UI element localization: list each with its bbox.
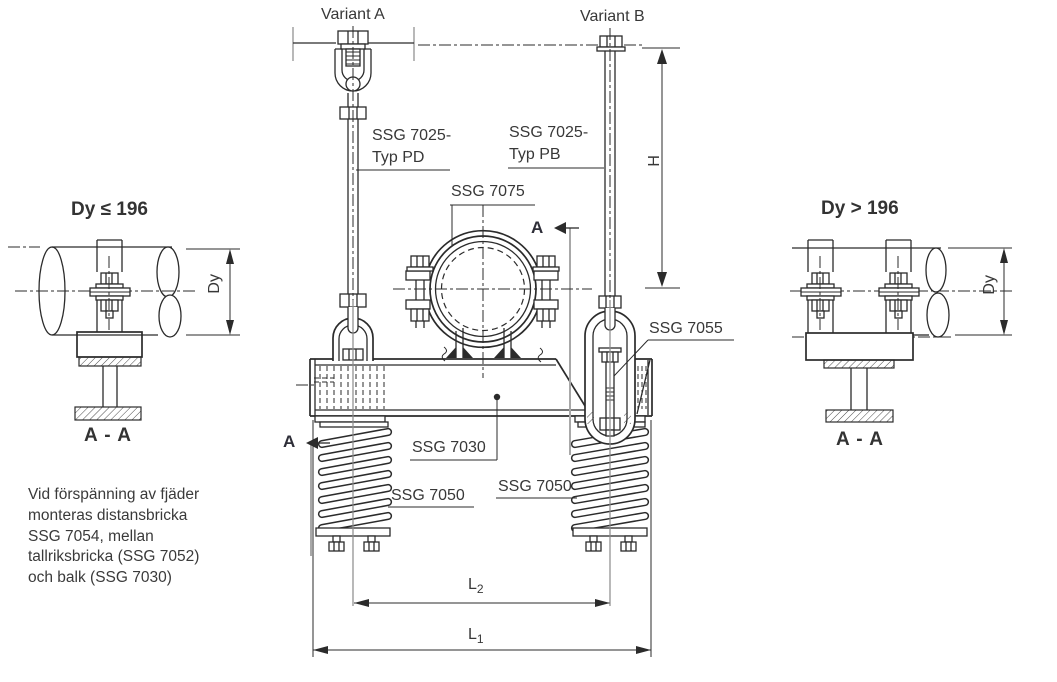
spring-left — [315, 427, 393, 552]
note-line-2: monteras distansbricka — [28, 506, 188, 524]
section-marker-top: A — [531, 218, 544, 237]
note-line-1: Vid förspänning av fjäder — [28, 486, 200, 503]
beam — [296, 346, 653, 417]
hanger-pd-line1: SSG 7025- — [372, 127, 452, 144]
l1-sub: 1 — [476, 632, 484, 646]
right-view-dy-label: Dy — [981, 275, 999, 295]
section-view-right — [790, 239, 1012, 423]
l2-dimension — [354, 599, 610, 607]
hanger-pb-line2: Typ PB — [509, 146, 561, 163]
hanger-pb-label: SSG 7025- Typ PB — [509, 122, 588, 166]
h-dimension — [642, 47, 680, 289]
note-line-3: SSG 7054, mellan — [28, 527, 154, 545]
l1-dimension-label: L1 — [468, 626, 484, 646]
l2-dimension-label: L2 — [468, 576, 484, 596]
top-support-line — [292, 27, 642, 61]
hanger-pd-line2: Typ PD — [372, 149, 425, 166]
variant-b-rod — [596, 35, 626, 331]
note-line-4: tallriksbricka (SSG 7052) — [28, 548, 200, 566]
l1-dimension — [312, 420, 652, 657]
hanger-pd-label: SSG 7025- Typ PD — [372, 125, 451, 169]
link-label: SSG 7055 — [649, 320, 723, 337]
spring-right — [570, 427, 650, 552]
note-line-5: och balk (SSG 7030) — [28, 569, 172, 587]
l1-base: L — [468, 626, 477, 643]
variant-b-label: Variant B — [580, 8, 645, 25]
left-view-title: Dy ≤ 196 — [71, 199, 148, 220]
left-view-caption: A - A — [84, 425, 132, 446]
spring-right-label: SSG 7050 — [498, 478, 572, 495]
spring-left-label: SSG 7050 — [391, 487, 465, 504]
section-marker-bottom: A — [283, 432, 296, 451]
right-view-title: Dy > 196 — [821, 198, 899, 219]
l2-base: L — [468, 576, 477, 593]
l2-sub: 2 — [476, 582, 484, 596]
leader-lines — [356, 167, 734, 508]
preload-note: Vid förspänning av fjäder monteras dista… — [28, 485, 199, 589]
variant-a-label: Variant A — [321, 6, 385, 23]
beam-label: SSG 7030 — [412, 439, 486, 456]
right-view-caption: A - A — [836, 429, 884, 450]
h-dimension-label: H — [646, 155, 664, 167]
section-view-left — [8, 239, 240, 421]
centerlines — [352, 26, 611, 606]
section-cut-marks — [306, 222, 579, 556]
clamp-label: SSG 7075 — [451, 183, 525, 200]
left-view-dy-label: Dy — [206, 274, 224, 294]
hanger-pb-line1: SSG 7025- — [509, 124, 589, 141]
